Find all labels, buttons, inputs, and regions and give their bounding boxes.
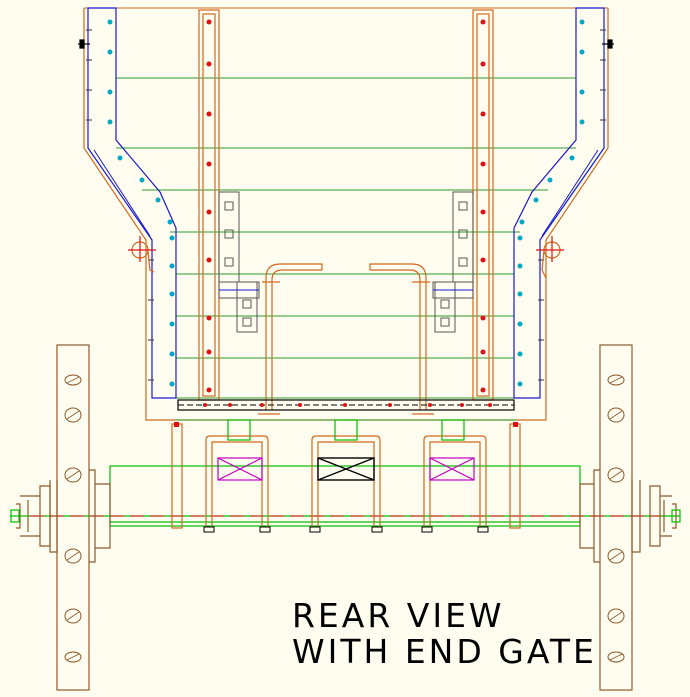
left-hinge-plate (218, 191, 260, 333)
right-wheel (579, 344, 681, 691)
drawing-title-line-2: WITH END GATE (292, 632, 597, 671)
right-side-handle (536, 236, 564, 279)
left-post (198, 9, 220, 401)
right-side-sheet (513, 7, 605, 399)
right-post (472, 9, 494, 401)
right-gate-rod (369, 263, 434, 415)
right-pivot-box (429, 457, 475, 481)
floor-strip (176, 399, 516, 421)
top-latch-right (602, 39, 614, 49)
drawing-title-line-1: REAR VIEW (292, 596, 505, 635)
panel-lines (116, 7, 576, 399)
left-gate-rod (258, 263, 323, 415)
right-hinge-plate (432, 191, 474, 333)
left-side-handle (128, 236, 156, 273)
center-pivot-box (317, 457, 375, 481)
left-pivot-box (217, 457, 263, 481)
hopper-body (78, 7, 614, 421)
left-side-sheet (87, 7, 177, 399)
top-latch-left (78, 39, 90, 49)
left-wheel (10, 344, 111, 691)
